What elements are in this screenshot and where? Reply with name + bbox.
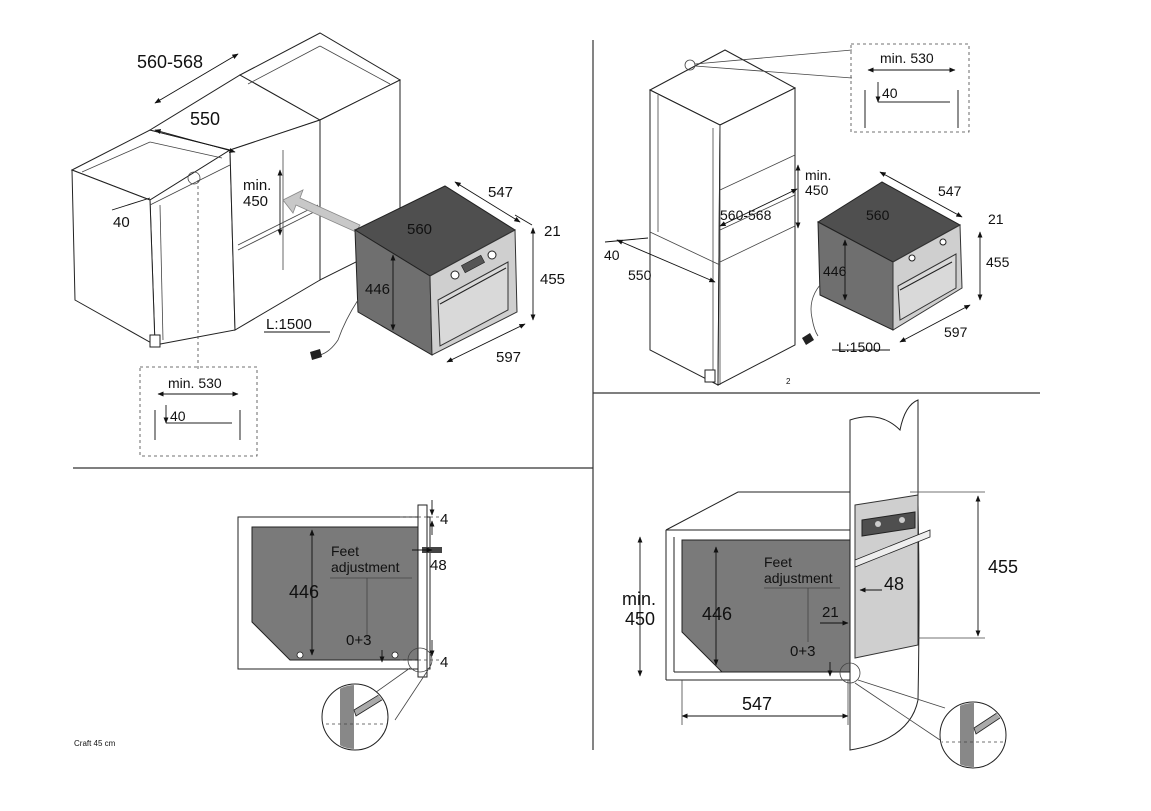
q2-dim-niche-min-height-l1: min.: [805, 167, 831, 183]
q1-dimension-lines: [111, 53, 536, 363]
q3-dim-adjust: 0+3: [346, 632, 371, 649]
q1-detail-gap: 40: [170, 408, 186, 424]
q2-dim-width-range: 560-568: [720, 207, 772, 223]
q1-detail-box: [139, 366, 258, 457]
q1-detail-min-width: min. 530: [168, 375, 222, 391]
q3-dim-height: 446: [289, 582, 319, 602]
q4-oven-front: [854, 494, 919, 659]
q1-dim-niche-min-height-l1: min.: [243, 177, 271, 194]
q4-dim-foot: 48: [884, 574, 904, 594]
q1-dim-front: 21: [544, 223, 561, 240]
q4-dim-adjust: 0+3: [790, 643, 815, 660]
q2-dim-height: 455: [986, 254, 1010, 270]
q1-dim-side-gap: 40: [113, 214, 130, 231]
q2-dim-width: 597: [944, 324, 968, 340]
q3-side-section: [237, 500, 442, 751]
q4-dim-depth: 547: [742, 694, 772, 714]
q4-feet-label-l1: Feet: [764, 554, 792, 570]
q2-detail-gap: 40: [882, 85, 898, 101]
q1-cabinet-installation: 560-568 550 min. 450 40 560 547 21 455 4…: [70, 32, 565, 457]
q1-cable-length: L:1500: [266, 316, 312, 333]
q1-dim-top: 560: [407, 221, 432, 238]
q2-tall-cabinet: [648, 49, 853, 386]
q1-dim-depth: 547: [488, 184, 513, 201]
q2-dim-depth: 547: [938, 183, 962, 199]
q3-oven-body: [251, 526, 423, 661]
q2-detail-min-width: min. 530: [880, 50, 934, 66]
q4-dim-total-height: 455: [988, 557, 1018, 577]
q2-detail-box: [850, 43, 970, 133]
q4-dim-height: 446: [702, 604, 732, 624]
q1-dim-height: 455: [540, 271, 565, 288]
q2-dim-front: 21: [988, 211, 1004, 227]
q3-dim-bottom-gap: 4: [440, 654, 448, 671]
q4-dim-front: 21: [822, 604, 839, 621]
q2-dim-body-height: 446: [823, 263, 847, 279]
q1-dim-width: 597: [496, 349, 521, 366]
q3-feet-label-l2: adjustment: [331, 559, 400, 575]
q2-column-installation: min. 530 40 min. 450 560-568 40: [604, 43, 1010, 386]
q3-zoom-detail: [321, 683, 389, 751]
q3-footer-model: Craft 45 cm: [74, 739, 116, 748]
quadrant-dividers: [73, 40, 1040, 750]
q1-dim-width-range: 560-568: [137, 52, 203, 72]
q4-dim-niche-min-height-l1: min.: [622, 589, 656, 609]
q3-dim-foot: 48: [430, 557, 447, 574]
q2-page-number: 2: [786, 377, 791, 386]
q1-dim-niche-depth: 550: [190, 109, 220, 129]
q2-dim-niche-min-height-l2: 450: [805, 182, 829, 198]
q3-dim-top-gap: 4: [440, 511, 448, 528]
q2-cable-length: L:1500: [838, 339, 881, 355]
q4-dim-niche-min-height-l2: 450: [625, 609, 655, 629]
q1-dim-niche-min-height-l2: 450: [243, 193, 268, 210]
q2-dim-top: 560: [866, 207, 890, 223]
q3-feet-label-l1: Feet: [331, 543, 359, 559]
q2-oven: [802, 181, 963, 345]
q3-front-panel: [417, 504, 428, 678]
q1-dim-body-height: 446: [365, 281, 390, 298]
q2-dimension-lines: [604, 164, 983, 351]
q1-cabinet-unit: [70, 32, 402, 370]
q4-side-section: [637, 399, 1007, 769]
q4-feet-label-l2: adjustment: [764, 570, 833, 586]
q2-dim-side-gap: 40: [604, 247, 620, 263]
q2-dim-niche-depth: 550: [628, 267, 652, 283]
